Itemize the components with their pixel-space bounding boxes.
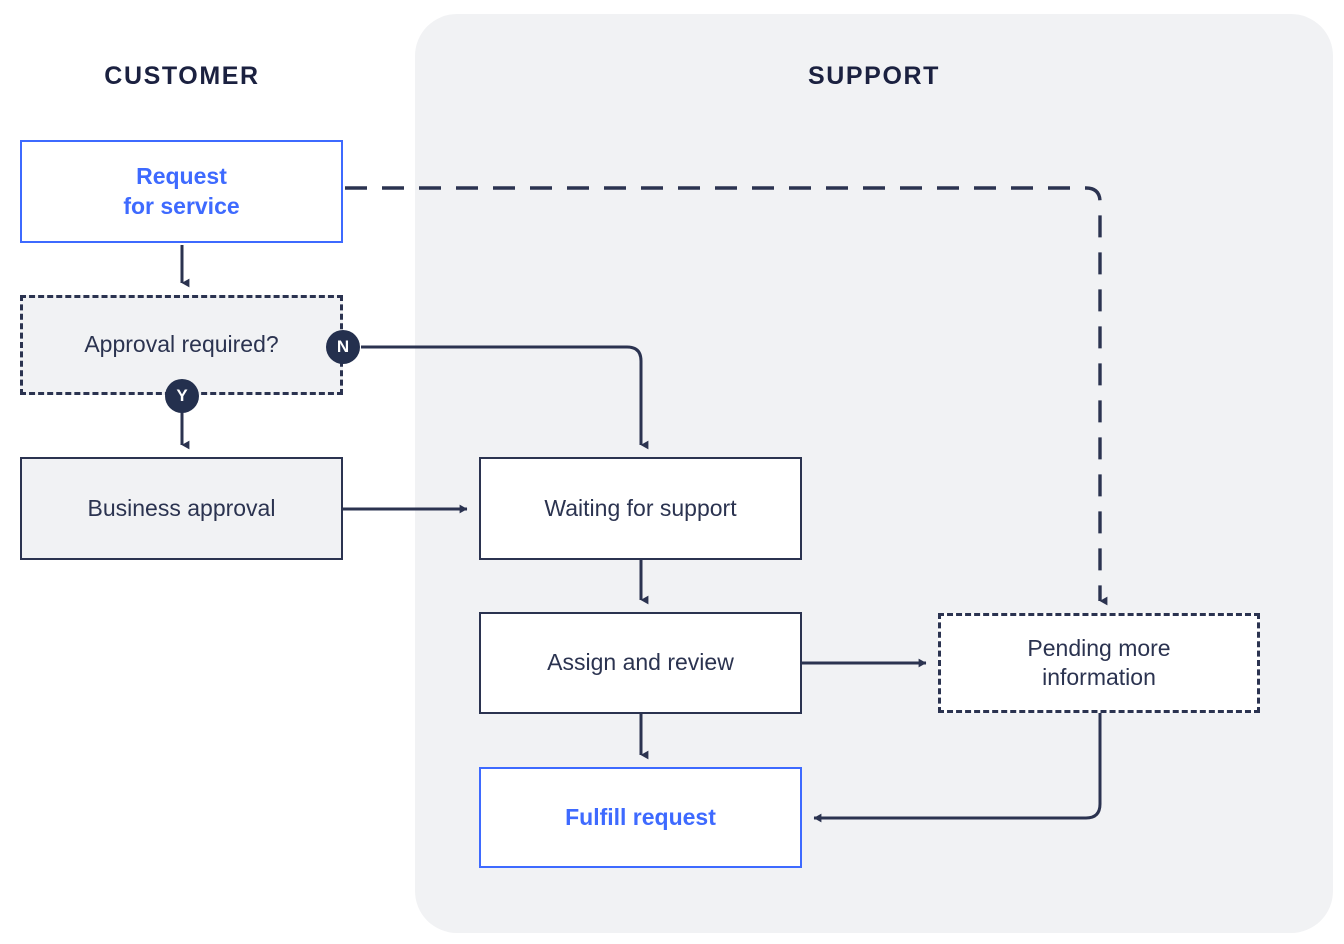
node-waiting-for-support[interactable]: Waiting for support	[479, 457, 802, 560]
node-request-for-service-line2: for service	[123, 192, 240, 219]
connector-request-to-pending-dashed	[345, 186, 1108, 606]
node-waiting-for-support-label: Waiting for support	[544, 494, 737, 521]
branch-badge-no[interactable]: N	[326, 330, 360, 364]
node-pending-more-information-line1: Pending more	[1027, 634, 1171, 661]
node-request-for-service-line1: Request	[136, 163, 227, 190]
connector-pending-to-fulfill	[813, 713, 1102, 823]
node-fulfill-request[interactable]: Fulfill request	[479, 767, 802, 868]
node-fulfill-request-label: Fulfill request	[565, 803, 716, 830]
node-business-approval-label: Business approval	[87, 494, 276, 521]
node-business-approval[interactable]: Business approval	[20, 457, 343, 560]
branch-badge-yes[interactable]: Y	[165, 379, 199, 413]
node-pending-more-information-line2: information	[1042, 664, 1156, 690]
node-assign-and-review[interactable]: Assign and review	[479, 612, 802, 714]
node-pending-more-information[interactable]: Pending more information	[938, 613, 1260, 713]
lane-title-support: SUPPORT	[807, 62, 941, 90]
node-assign-and-review-label: Assign and review	[547, 649, 734, 676]
node-approval-required-label: Approval required?	[84, 331, 279, 358]
lane-title-customer: CUSTOMER	[104, 62, 260, 90]
connector-approval-no-to-waiting	[361, 345, 649, 450]
node-request-for-service[interactable]: Request for service	[20, 140, 343, 243]
